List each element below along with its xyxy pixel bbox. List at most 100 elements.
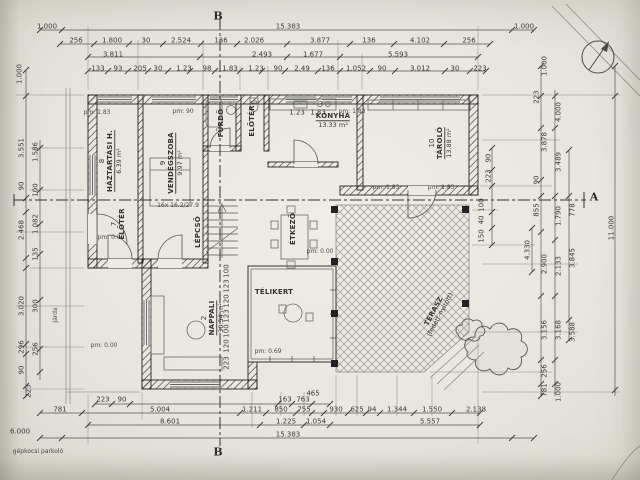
dim-label: 40 (477, 215, 486, 225)
terrace-posts (331, 206, 469, 367)
note-parapet-height: pm: 1.83 (372, 184, 400, 191)
dim-label: 1.790 (554, 205, 563, 227)
note-floor-level: pm: 0.00 (97, 234, 125, 241)
section-marker-b-top: B (213, 9, 223, 23)
note-stair-dimensions: 16x 16.2/27.9 (157, 202, 199, 209)
dim-label: 223 (473, 64, 487, 73)
room-area: 30.54 m² (216, 300, 226, 336)
dim-label: 625 (350, 405, 364, 414)
room-label-f-rd-: FÜRDŐ (217, 109, 225, 138)
dim-label: 1.23 (176, 64, 192, 73)
room-label-l-pcs-: LÉPCSŐ (194, 216, 202, 248)
dim-label: 2.900 (540, 253, 549, 275)
dim-label: 2.493 (251, 50, 273, 59)
dim-label: 2.49 (294, 64, 310, 73)
room-number: 8 (98, 158, 107, 164)
dim-label: 100 (222, 264, 231, 278)
dim-label: 4.102 (409, 36, 431, 45)
dim-label: 2.524 (170, 36, 192, 45)
room-name: TÉLIKERT (254, 287, 294, 296)
dim-label: 98 (202, 64, 212, 73)
dim-label: 6.000 (9, 427, 31, 436)
dim-label: 223 (484, 169, 493, 183)
dim-label: 2.138 (465, 405, 487, 414)
tree-icon (455, 318, 528, 376)
room-name: TÁROLÓ (436, 126, 445, 160)
dim-label: 850 (274, 405, 288, 414)
note-floor-level: pm: 0.69 (254, 348, 282, 355)
dim-label: 1.550 (421, 405, 443, 414)
dim-label: 135 (31, 247, 40, 261)
dim-label: 4.000 (554, 101, 563, 123)
dim-label: 1.800 (101, 36, 123, 45)
dim-label: 90 (377, 64, 387, 73)
room-number: 7 (109, 221, 118, 227)
room-area: 13.33 m² (315, 120, 351, 129)
dim-label: 1.000 (554, 381, 563, 403)
dimension-lines (25, 29, 616, 439)
dim-label: 93 (113, 64, 123, 73)
dim-label: 5.593 (387, 50, 409, 59)
dim-label: 90 (273, 64, 283, 73)
room-label-terasz: TERASZ(fedett-nyitott) (419, 288, 455, 338)
dim-label: 30 (141, 36, 151, 45)
site-lines (65, 88, 140, 404)
dim-label: 5.004 (149, 405, 171, 414)
room-name: ELŐTÉR (118, 208, 126, 240)
dim-label: 163 (278, 395, 292, 404)
note-parapet-height: pm: 90 (172, 108, 194, 115)
dim-label: 3.811 (102, 50, 124, 59)
dim-label: 1.082 (31, 213, 40, 235)
room-area: 6.39 m² (114, 130, 124, 192)
stairs (205, 203, 239, 258)
dim-label: 256 (69, 36, 83, 45)
dim-label: 3.845 (568, 247, 577, 269)
dim-label: 1.677 (302, 50, 324, 59)
dim-label: 256 (462, 36, 476, 45)
dim-label: 3.878 (540, 131, 549, 153)
dim-label: 223 (96, 395, 110, 404)
room-label-el-t-r: ELŐTÉR (248, 105, 256, 136)
dim-label: 1.000 (540, 55, 549, 77)
room-name: HÁZTARTÁSI H. (106, 130, 115, 192)
dim-label: 3.020 (17, 295, 26, 317)
dim-label: 90 (117, 395, 127, 404)
section-lines (14, 18, 586, 446)
note-parapet-height: pm: 1.83 (427, 184, 455, 191)
dim-label: 15.383 (275, 22, 301, 31)
dim-label: 465 (306, 389, 320, 398)
dim-label: 1.000 (513, 22, 535, 31)
room-area: 9.97 m² (175, 132, 185, 194)
dim-label: 3.012 (409, 64, 431, 73)
dim-label: 781 (53, 405, 67, 414)
doors (88, 127, 437, 268)
dim-label: 1.054 (305, 417, 327, 426)
dim-label: 100 (31, 183, 40, 197)
dim-label: 90 (484, 153, 493, 163)
dim-label: 3.588 (568, 321, 577, 343)
dim-label: 855 (532, 203, 541, 217)
dim-label: 763 (296, 395, 310, 404)
note-floor-level: pm: 0.00 (90, 342, 118, 349)
note-parking: gépkocsi parkoló (12, 448, 64, 455)
dim-label: 150 (477, 229, 486, 243)
dim-label: 781 (540, 383, 549, 397)
furniture (149, 97, 471, 371)
room-number: 2 (200, 315, 209, 321)
dim-label: 123 (222, 279, 231, 293)
dim-label: 1.23 (289, 108, 305, 117)
dim-label: 1.000 (15, 63, 24, 85)
dim-label: 256 (540, 364, 549, 378)
dim-label: 94 (367, 405, 377, 414)
dim-label: 1.586 (31, 141, 40, 163)
room-name: ELŐTÉR (247, 105, 256, 137)
note-floor-level: pm: 0.00 (306, 248, 334, 255)
dim-label: 256 (31, 342, 40, 356)
dim-label: 300 (31, 299, 40, 313)
note-parapet-height: pm: 1.83 (83, 109, 111, 116)
dim-label: 5.557 (419, 417, 441, 426)
room-area: 13.88 m² (444, 126, 454, 160)
